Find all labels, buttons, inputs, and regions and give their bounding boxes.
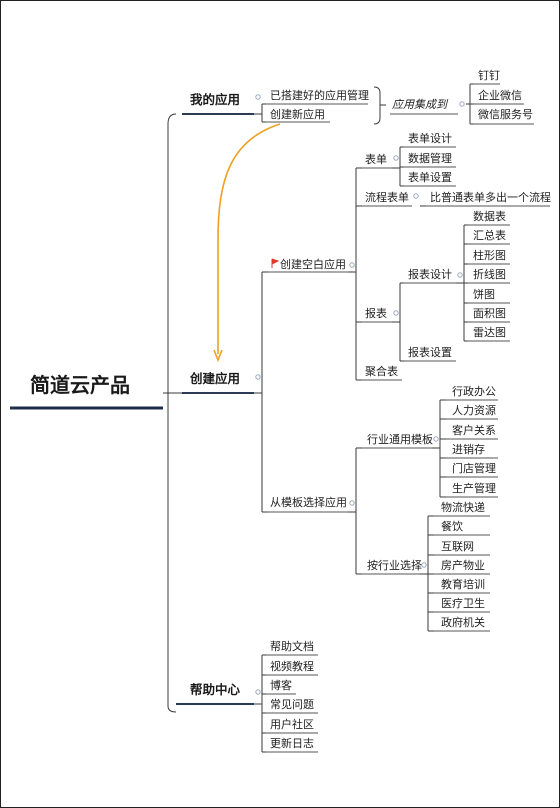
template-app[interactable]: 从模板选择应用 (270, 495, 347, 509)
orange-arrow-head (213, 349, 223, 363)
create-app-connector (254, 271, 268, 513)
tpl-hr[interactable]: 人力资源 (452, 403, 496, 417)
section-my-apps[interactable]: 我的应用 (190, 92, 240, 107)
node-form[interactable]: 表单 (365, 152, 387, 166)
tpl-production[interactable]: 生产管理 (452, 481, 496, 495)
section-help[interactable]: 帮助中心 (190, 682, 241, 697)
ind-logistics[interactable]: 物流快递 (441, 500, 485, 514)
tpl-admin[interactable]: 行政办公 (452, 384, 496, 398)
chart-pie[interactable]: 饼图 (473, 287, 495, 301)
blank-app[interactable]: 创建空白应用 (280, 257, 346, 271)
form-data-manage[interactable]: 数据管理 (408, 151, 452, 165)
orange-arrow (217, 123, 281, 354)
section-create-app[interactable]: 创建应用 (189, 371, 240, 386)
flow-form-note: 比普通表单多出一个流程 (430, 190, 551, 204)
root-title: 简道云产品 (30, 373, 130, 397)
tpl-inventory[interactable]: 进销存 (452, 442, 485, 456)
main-connector (163, 113, 182, 713)
target-dingtalk[interactable]: 钉钉 (478, 69, 500, 82)
chart-radar[interactable]: 雷达图 (473, 326, 506, 339)
integration-connector (466, 83, 474, 125)
my-apps-connector (254, 103, 266, 123)
chart-data-table[interactable]: 数据表 (473, 209, 506, 223)
item-new-app[interactable]: 创建新应用 (270, 107, 325, 121)
node-aggregate[interactable]: 聚合表 (365, 364, 398, 378)
collapse-dot[interactable] (255, 94, 261, 100)
integration-label: 应用集成到 (392, 98, 449, 111)
help-faq[interactable]: 常见问题 (270, 698, 314, 711)
help-docs[interactable]: 帮助文档 (270, 639, 314, 653)
chart-area[interactable]: 面积图 (473, 307, 506, 320)
item-manage-apps[interactable]: 已搭建好的应用管理 (270, 88, 369, 102)
target-wecom[interactable]: 企业微信 (478, 88, 522, 102)
form-design[interactable]: 表单设计 (408, 131, 452, 145)
node-report[interactable]: 报表 (365, 306, 387, 320)
help-blog[interactable]: 博客 (270, 678, 292, 692)
ind-internet[interactable]: 互联网 (441, 540, 474, 553)
ind-medical[interactable]: 医疗卫生 (441, 596, 485, 610)
help-videos[interactable]: 视频教程 (270, 659, 314, 673)
help-community[interactable]: 用户社区 (270, 717, 314, 731)
chart-line[interactable]: 折线图 (473, 267, 506, 281)
industry-templates[interactable]: 按行业选择 (367, 558, 422, 572)
ind-real-estate[interactable]: 房产物业 (441, 558, 485, 572)
ind-education[interactable]: 教育培训 (441, 577, 485, 591)
form-settings[interactable]: 表单设置 (408, 170, 452, 184)
node-flow-form[interactable]: 流程表单 (365, 190, 409, 204)
flag-icon (271, 258, 280, 268)
tpl-crm[interactable]: 客户关系 (452, 423, 496, 437)
help-connector (254, 654, 266, 753)
report-design[interactable]: 报表设计 (408, 267, 452, 281)
target-wechat-service[interactable]: 微信服务号 (478, 107, 533, 121)
help-changelog[interactable]: 更新日志 (270, 736, 314, 750)
general-templates[interactable]: 行业通用模板 (367, 432, 433, 446)
chart-summary[interactable]: 汇总表 (473, 228, 506, 242)
report-settings[interactable]: 报表设置 (408, 345, 452, 359)
ind-government[interactable]: 政府机关 (441, 615, 485, 629)
chart-bar[interactable]: 柱形图 (473, 248, 506, 262)
blank-connector (348, 167, 362, 381)
integration-bracket (373, 86, 386, 125)
ind-catering[interactable]: 餐饮 (441, 519, 463, 533)
tpl-store[interactable]: 门店管理 (452, 461, 496, 475)
